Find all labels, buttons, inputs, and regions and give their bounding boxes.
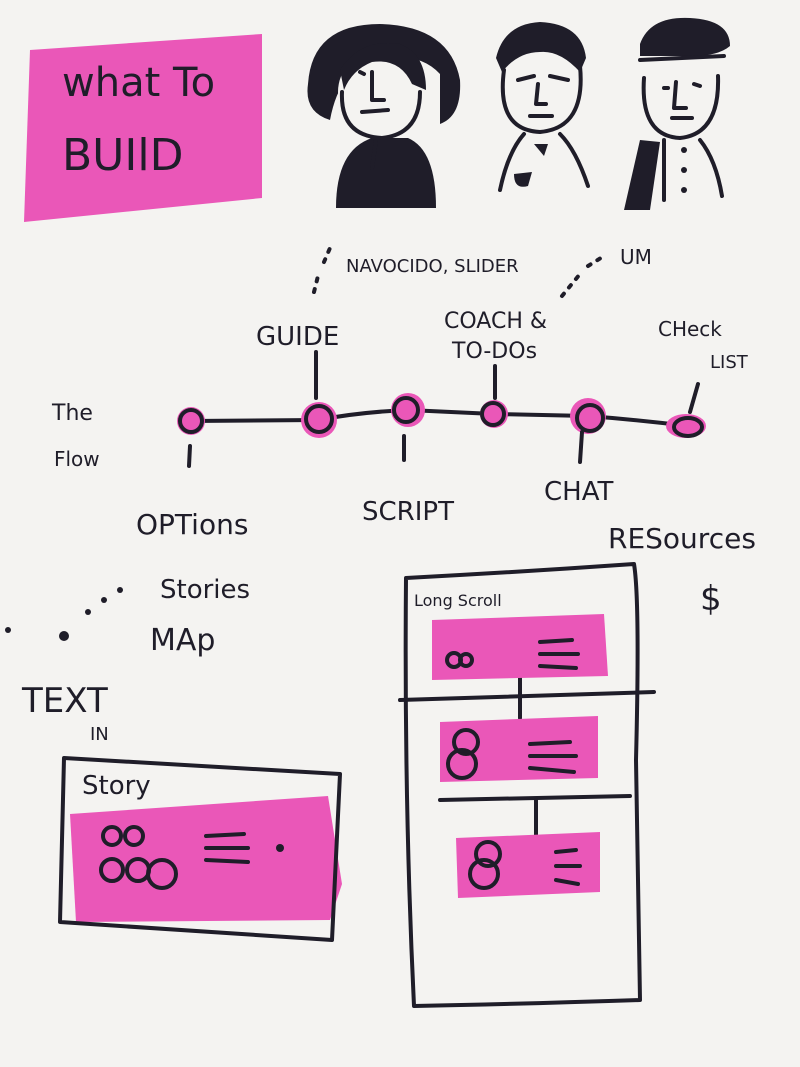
label-chat: CHAT — [544, 477, 613, 507]
flow-label-line1: The — [51, 401, 93, 426]
flow-node-chat — [570, 398, 606, 464]
label-guide: GUIDE — [256, 322, 339, 352]
divider-1 — [398, 690, 656, 702]
label-text-in-line1: TEXT — [21, 681, 108, 721]
flow-node-options — [177, 407, 205, 468]
long-scroll-frame — [403, 562, 642, 1008]
label-checklist-line2: LIST — [710, 352, 749, 373]
flow-diagram: The Flow — [51, 245, 756, 619]
flow-label-line2: Flow — [54, 447, 100, 471]
title-line2: BUIlD — [62, 130, 183, 181]
label-dollar: $ — [700, 579, 722, 619]
title-block: what To BUIlD — [24, 34, 262, 222]
flow-node-script — [391, 393, 425, 462]
story-card-text-lines-icon — [204, 832, 284, 864]
label-map: MAp — [150, 623, 215, 658]
guide-note: NAVOCIDO, SLIDER — [346, 256, 519, 277]
story-card: Story — [58, 756, 342, 942]
person-1 — [307, 24, 461, 208]
label-resources: RESources — [608, 522, 756, 555]
divider-2 — [438, 794, 632, 802]
label-text-in-line2: IN — [90, 724, 109, 745]
label-coach-line1: COACH & — [444, 309, 547, 334]
story-card-avatars-icon — [99, 825, 178, 890]
coach-note: UM — [620, 245, 652, 269]
story-card-label: Story — [82, 771, 151, 801]
long-scroll-mockup: Long Scroll — [398, 562, 656, 1008]
label-coach-line2: TO-DOs — [451, 339, 537, 364]
person-3 — [624, 17, 730, 210]
long-scroll-card-1 — [432, 614, 608, 680]
flow-node-guide — [301, 350, 337, 438]
story-card-frame — [58, 756, 342, 942]
options-branch: Stories MAp TEXT IN — [5, 575, 250, 745]
long-scroll-card-3 — [456, 832, 600, 898]
title-line1: what To — [62, 60, 215, 106]
label-script: SCRIPT — [362, 497, 454, 527]
guide-note-leader — [312, 246, 332, 294]
coach-note-leader — [560, 254, 606, 298]
long-scroll-card-2 — [440, 716, 598, 782]
flow-node-coach — [480, 364, 508, 428]
person-2 — [496, 22, 590, 192]
flow-node-checklist — [666, 382, 706, 438]
title-highlight — [24, 34, 262, 222]
label-options: OPTions — [136, 508, 248, 541]
long-scroll-label: Long Scroll — [414, 591, 502, 610]
label-stories: Stories — [160, 575, 250, 605]
label-checklist-line1: CHeck — [658, 317, 722, 341]
flow-line — [188, 408, 690, 428]
